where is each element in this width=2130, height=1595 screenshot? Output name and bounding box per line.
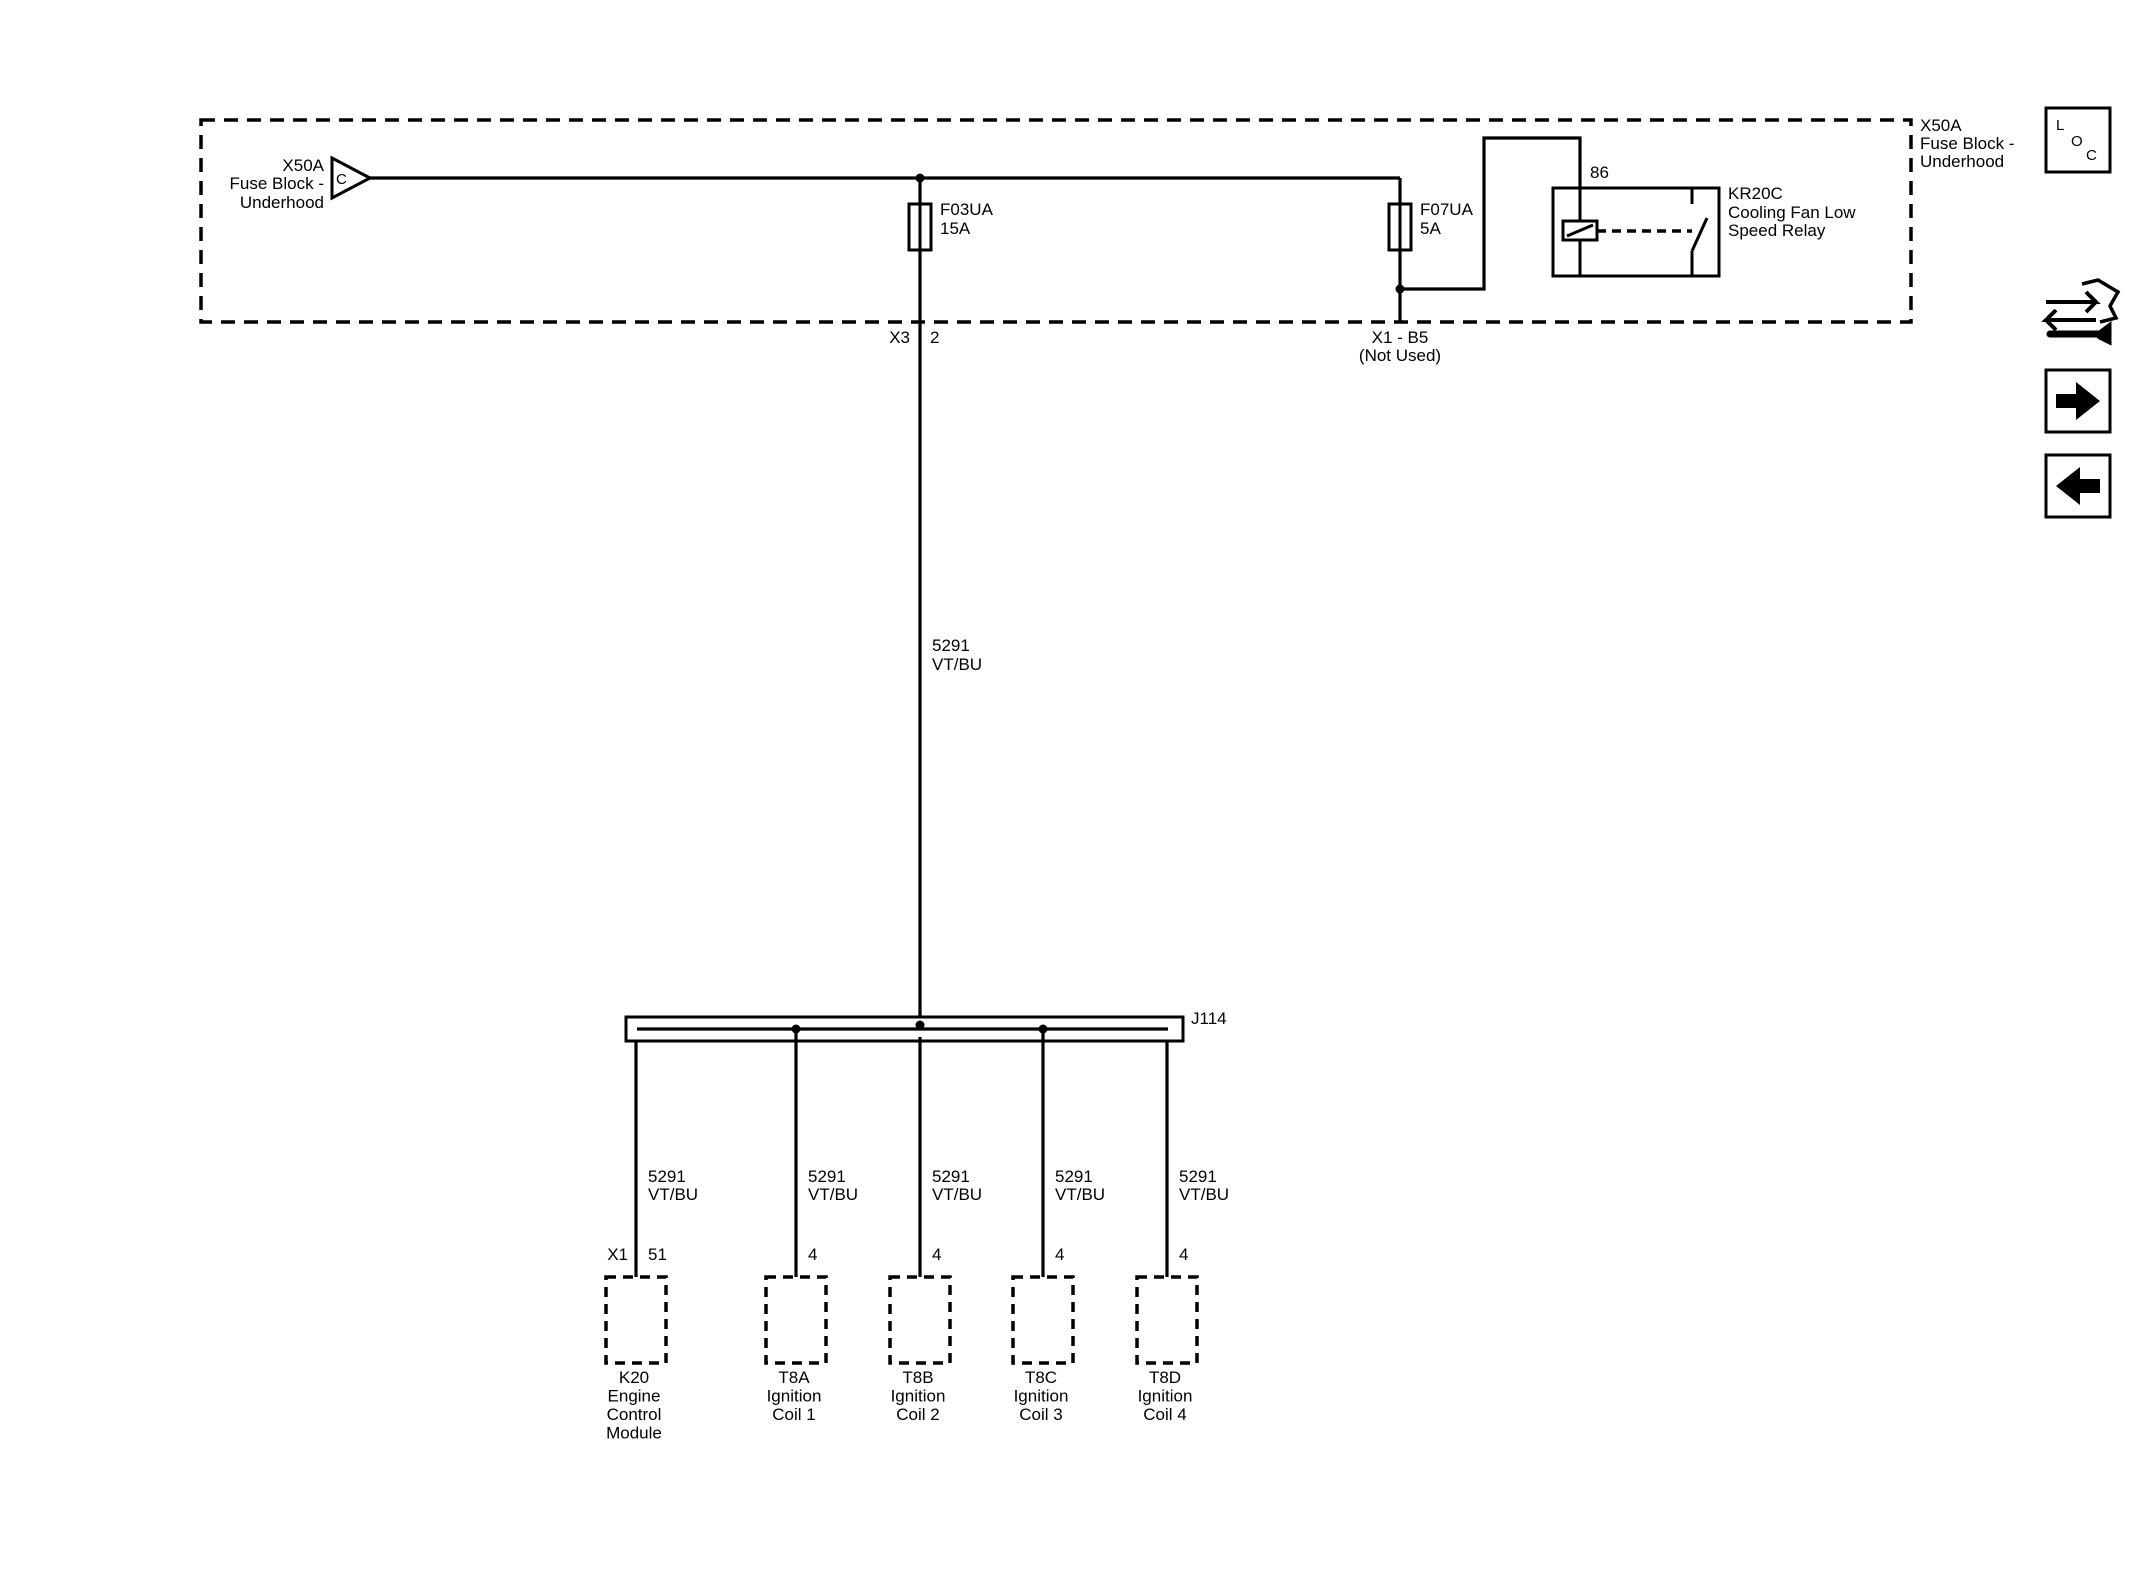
- loc-letter-l: L: [2056, 117, 2064, 134]
- loc-letter-o: O: [2071, 133, 2083, 150]
- component-box-3: [1011, 1275, 1075, 1365]
- fuse-f03ua-rating: 15A: [940, 219, 971, 238]
- connector-not-used: (Not Used): [1359, 346, 1441, 365]
- branch-pin-4: 4: [1179, 1245, 1188, 1264]
- fuse-block-left-line-1: X50A: [282, 156, 324, 175]
- component-label-2-1: Ignition: [891, 1387, 946, 1406]
- component-label-1-2: Coil 1: [772, 1405, 815, 1424]
- splice-j114-label: J114: [1191, 1009, 1227, 1028]
- fuse-block-outline: [199, 118, 1913, 324]
- component-label-1-0: T8A: [778, 1368, 810, 1387]
- component-label-4-0: T8D: [1149, 1368, 1181, 1387]
- fuse-block-right-line-2: Fuse Block -: [1920, 134, 2014, 153]
- component-label-0-3: Module: [606, 1424, 662, 1443]
- connector-c-letter: C: [336, 171, 347, 188]
- relay-pin-86: 86: [1590, 163, 1609, 182]
- branch-color-2: VT/BU: [932, 1185, 982, 1204]
- fuse-block-left-line-3: Underhood: [240, 193, 324, 212]
- branch-circuit-2: 5291: [932, 1167, 970, 1186]
- branch-pin-0: 51: [648, 1245, 667, 1264]
- arrow-left-icon[interactable]: [2056, 467, 2100, 505]
- loc-letter-c: C: [2086, 147, 2097, 164]
- branch-color-0: VT/BU: [648, 1185, 698, 1204]
- loc-button[interactable]: L O C: [2044, 106, 2112, 174]
- component-label-0-0: K20: [619, 1368, 649, 1387]
- component-label-3-2: Coil 3: [1019, 1405, 1062, 1424]
- connector-x1-b5: X1 - B5: [1372, 328, 1429, 347]
- component-label-1-1: Ignition: [767, 1387, 822, 1406]
- component-box-4: [1135, 1275, 1199, 1365]
- relay-kr20c: [1551, 186, 1721, 278]
- arrow-right-button[interactable]: [2044, 368, 2112, 434]
- component-box-0: [604, 1275, 668, 1365]
- component-label-4-2: Coil 4: [1143, 1405, 1186, 1424]
- component-label-0-2: Control: [607, 1405, 662, 1424]
- branch-junction-1: [791, 1024, 801, 1034]
- relay-label-line-2: Cooling Fan Low: [1728, 203, 1856, 222]
- arrow-right-icon[interactable]: [2056, 382, 2100, 420]
- fuse-block-right-line-1: X50A: [1920, 116, 1962, 135]
- branch-pin-1: 4: [808, 1245, 817, 1264]
- branch-pin-2: 4: [932, 1245, 941, 1264]
- fuse-f03ua-name: F03UA: [940, 200, 994, 219]
- fuse-f07ua-name: F07UA: [1420, 200, 1474, 219]
- main-wire-color: VT/BU: [932, 655, 982, 674]
- service-tools-icon[interactable]: [2041, 278, 2121, 346]
- relay-coil-diagonal: [1566, 223, 1594, 238]
- component-label-2-0: T8B: [902, 1368, 933, 1387]
- relay-label-line-1: KR20C: [1728, 184, 1783, 203]
- branch-color-1: VT/BU: [808, 1185, 858, 1204]
- branch-junction-3: [1038, 1024, 1048, 1034]
- relay-feed-wire: [1400, 136, 1582, 291]
- fuse-block-right-line-3: Underhood: [1920, 152, 2004, 171]
- branch-circuit-4: 5291: [1179, 1167, 1217, 1186]
- component-label-3-0: T8C: [1025, 1368, 1057, 1387]
- fuse-block-left-line-2: Fuse Block -: [230, 174, 324, 193]
- fuse-f07ua-rating: 5A: [1420, 219, 1441, 238]
- branch-circuit-3: 5291: [1055, 1167, 1093, 1186]
- component-box-2: [888, 1275, 952, 1365]
- branch-color-3: VT/BU: [1055, 1185, 1105, 1204]
- component-box-1: [764, 1275, 828, 1365]
- branch-color-4: VT/BU: [1179, 1185, 1229, 1204]
- component-label-2-2: Coil 2: [896, 1405, 939, 1424]
- relay-label-line-3: Speed Relay: [1728, 221, 1826, 240]
- branch-pin-3: 4: [1055, 1245, 1064, 1264]
- branch-circuit-1: 5291: [808, 1167, 846, 1186]
- relay-switch-blade: [1690, 217, 1709, 252]
- main-wire-circuit: 5291: [932, 636, 970, 655]
- arrow-left-button[interactable]: [2044, 453, 2112, 519]
- component-label-4-1: Ignition: [1138, 1387, 1193, 1406]
- connector-c-triangle: [330, 155, 374, 201]
- connector-x3-pin: 2: [930, 328, 939, 347]
- loc-icon[interactable]: [2044, 106, 2112, 174]
- connector-x3: X3: [889, 328, 910, 347]
- component-label-0-1: Engine: [608, 1387, 661, 1406]
- component-label-3-1: Ignition: [1014, 1387, 1069, 1406]
- fuse-block-left-label: X50A Fuse Block - Underhood: [230, 156, 325, 212]
- branch-circuit-0: 5291: [648, 1167, 686, 1186]
- splice-junction-main: [915, 1020, 925, 1030]
- branch-connector-0: X1: [607, 1245, 628, 1264]
